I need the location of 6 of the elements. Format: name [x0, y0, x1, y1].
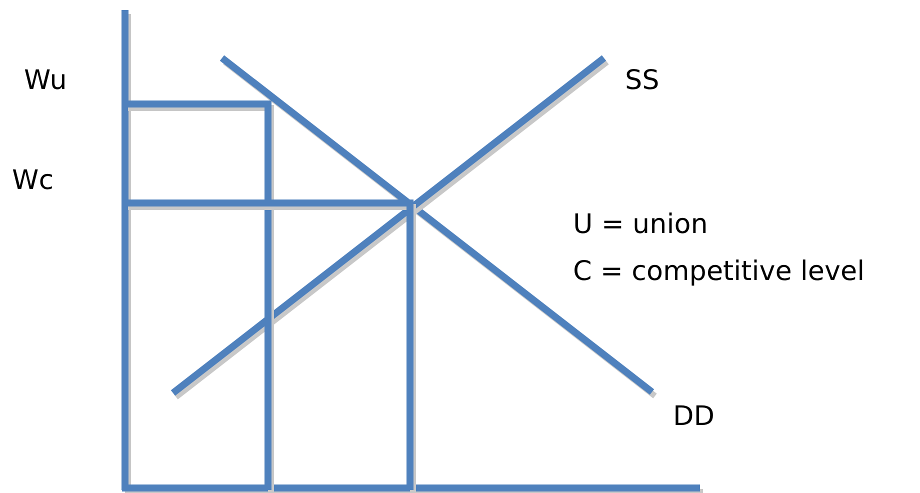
- axis-label: Wu: [24, 66, 67, 96]
- legend-note: U = union: [573, 210, 708, 240]
- curve-label: DD: [673, 402, 715, 432]
- legend-note: C = competitive level: [573, 257, 865, 287]
- curve-label: SS: [625, 66, 660, 96]
- axis-label: Wc: [12, 166, 54, 196]
